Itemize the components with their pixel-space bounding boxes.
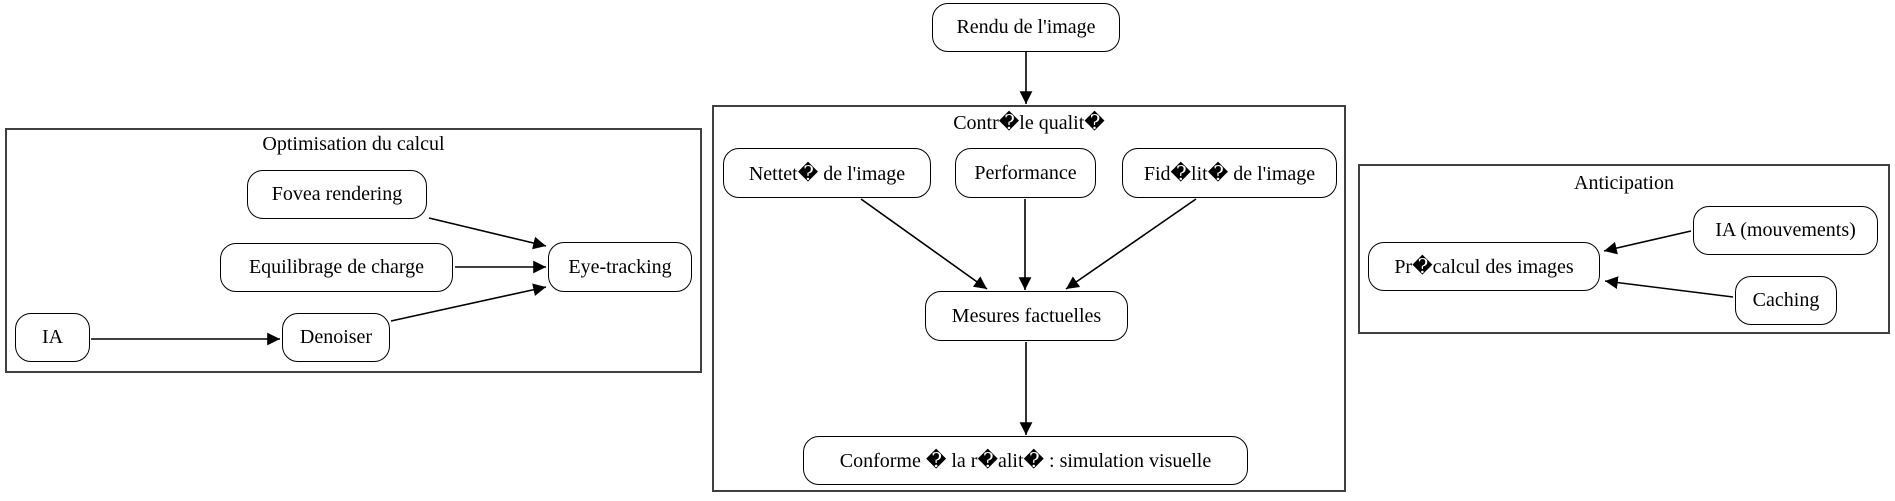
cluster-controle-qualite: Contr�le qualit�	[712, 105, 1346, 492]
node-mesures-factuelles: Mesures factuelles	[925, 291, 1128, 341]
node-precalcul-des-images: Pr�calcul des images	[1368, 242, 1600, 291]
node-denoiser: Denoiser	[282, 313, 390, 362]
node-equilibrage-de-charge: Equilibrage de charge	[220, 243, 453, 292]
cluster-title-controle-qualite: Contr�le qualit�	[953, 112, 1105, 134]
node-rendu-de-limage: Rendu de l'image	[932, 3, 1120, 52]
node-eye-tracking: Eye-tracking	[548, 242, 692, 292]
cluster-title-optimisation: Optimisation du calcul	[262, 133, 445, 155]
cluster-title-anticipation: Anticipation	[1574, 172, 1674, 194]
node-ia: IA	[15, 313, 90, 362]
node-fidelite-de-limage: Fid�lit� de l'image	[1122, 148, 1337, 198]
node-nettete-de-limage: Nettet� de l'image	[723, 148, 931, 198]
node-caching: Caching	[1735, 276, 1837, 325]
node-performance: Performance	[955, 148, 1096, 198]
cluster-optimisation-du-calcul: Optimisation du calcul	[5, 128, 702, 373]
node-fovea-rendering: Fovea rendering	[247, 170, 427, 219]
cluster-anticipation: Anticipation	[1358, 164, 1890, 334]
node-conforme-realite: Conforme � la r�alit� : simulation visue…	[803, 436, 1248, 485]
node-ia-mouvements: IA (mouvements)	[1693, 206, 1878, 255]
